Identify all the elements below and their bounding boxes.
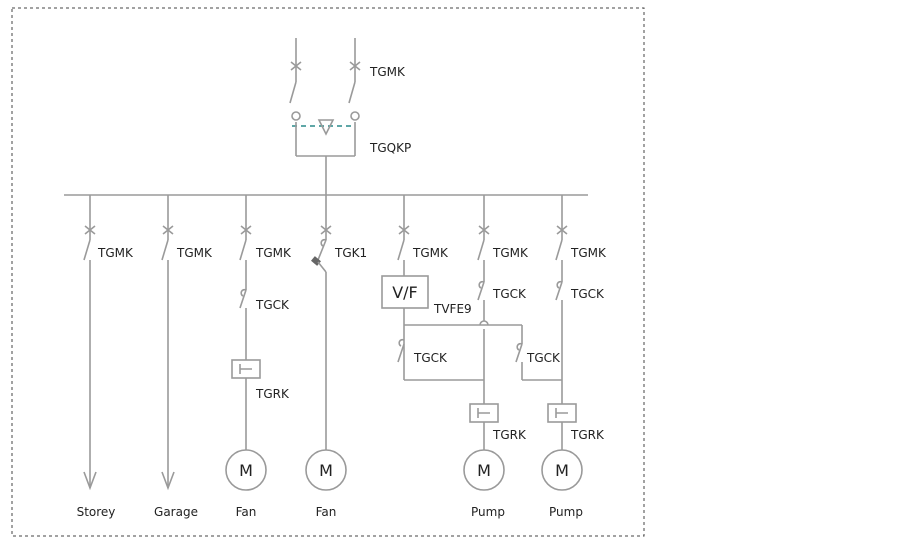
vfd-label: TVFE9 <box>433 302 472 316</box>
transfer-switch <box>292 119 356 195</box>
pump1-contactor-label: TGCK <box>492 287 527 301</box>
feeder-label-fan-1: Fan <box>236 505 257 519</box>
vfd-bypass-contactor-label-2: TGCK <box>526 351 561 365</box>
fan1-relay-label: TGRK <box>255 387 290 401</box>
pump2-breaker-label: TGMK <box>570 246 607 260</box>
feeder-label-fan-2: Fan <box>316 505 337 519</box>
feeder-label-pump-1: Pump <box>471 505 505 519</box>
vfd-bypass-contactor-label-1: TGCK <box>413 351 448 365</box>
fan2-switch-label: TGK1 <box>334 246 367 260</box>
pump1-breaker-label: TGMK <box>492 246 529 260</box>
vfd-breaker-label: TGMK <box>412 246 449 260</box>
pump2-relay-label: TGRK <box>570 428 605 442</box>
incoming-breaker-label: TGMK <box>369 65 406 79</box>
feeder-storey <box>83 195 97 491</box>
feeder-pump-1 <box>463 195 505 491</box>
feeder-fan-1 <box>225 195 267 491</box>
diagram-frame <box>11 7 645 537</box>
feeder-label-storey: Storey <box>77 505 116 519</box>
incoming-breaker-right <box>348 38 361 121</box>
fan1-breaker-label: TGMK <box>255 246 292 260</box>
feeder-label-garage: Garage <box>154 505 198 519</box>
feeder-label-pump-2: Pump <box>549 505 583 519</box>
vfd-feeder <box>381 195 562 381</box>
pump2-contactor-label: TGCK <box>570 287 605 301</box>
vf-box-label: V/F <box>392 283 418 302</box>
transfer-switch-label: TGQKP <box>369 141 411 155</box>
pump1-motor-label: M <box>477 461 491 480</box>
pump1-relay-label: TGRK <box>492 428 527 442</box>
fan1-motor-label: M <box>239 461 253 480</box>
incoming-breaker-left <box>289 38 302 121</box>
storey-breaker-label: TGMK <box>97 246 134 260</box>
fan2-motor-label: M <box>319 461 333 480</box>
feeder-fan-2 <box>305 195 347 491</box>
garage-breaker-label: TGMK <box>176 246 213 260</box>
pump2-motor-label: M <box>555 461 569 480</box>
feeder-garage <box>161 195 175 491</box>
feeder-pump-2 <box>541 195 583 491</box>
fan1-contactor-label: TGCK <box>255 298 290 312</box>
